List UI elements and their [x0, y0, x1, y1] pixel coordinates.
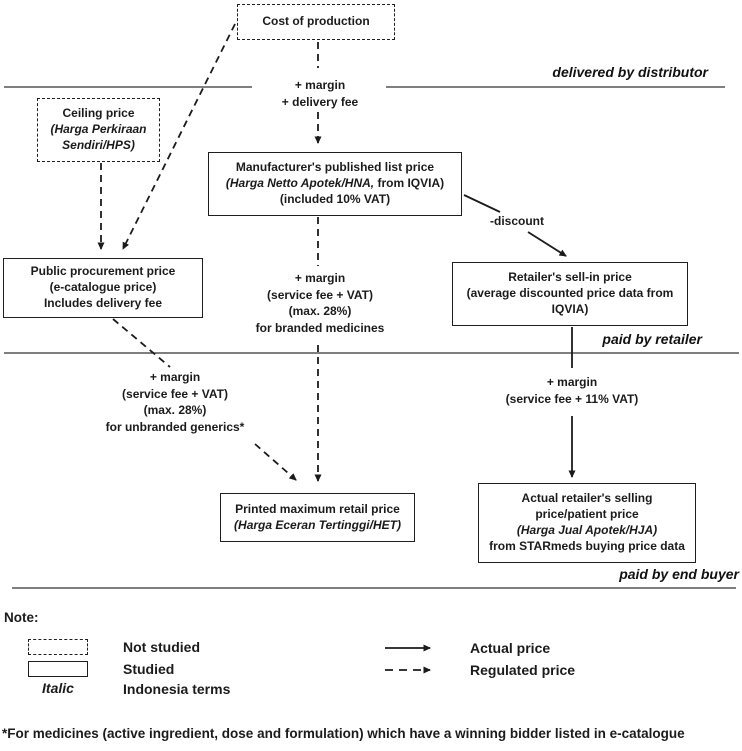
edge-label-discount: -discount [490, 214, 544, 228]
legend-label-regulated-price: Regulated price [470, 662, 576, 678]
edge-label-line: for branded medicines [255, 320, 385, 335]
section-label-paid-by-end-buyer: paid by end buyer [619, 566, 739, 582]
box-actual-selling-price: Actual retailer's selling price/patient … [478, 483, 696, 563]
edge-label-line: (service fee + VAT) [267, 287, 373, 302]
edge-label-line: + delivery fee [281, 94, 359, 109]
box-text: IQVIA) [551, 301, 589, 316]
box-text: Public procurement price [30, 264, 176, 279]
legend-dashed-box-icon [28, 639, 88, 655]
edge-label-margin-unbranded: + margin (service fee + VAT) (max. 28%) … [75, 369, 275, 435]
edge-label-line: + margin [294, 78, 346, 92]
box-printed-max-retail-price: Printed maximum retail price (Harga Ecer… [220, 493, 415, 542]
box-retailer-sell-in-price: Retailer's sell-in price (average discou… [452, 262, 688, 326]
box-text: Ceiling price [62, 106, 135, 121]
box-text: Cost of production [262, 14, 370, 29]
box-cost-of-production: Cost of production [237, 4, 395, 40]
edge-label-margin-vat11: + margin (service fee + 11% VAT) [482, 374, 662, 407]
legend-label-studied: Studied [123, 661, 175, 677]
box-text: (Harga Eceran Tertinggi/HET) [234, 517, 401, 532]
box-ceiling-price: Ceiling price (Harga Perkiraan Sendiri/H… [37, 98, 160, 162]
legend-label-actual-price: Actual price [470, 640, 551, 656]
box-text: Retailer's sell-in price [508, 270, 632, 285]
edge-label-line: + margin [294, 271, 346, 285]
edge-label-line: (service fee + 11% VAT) [505, 391, 639, 406]
box-text: (Harga Perkiraan [50, 122, 147, 137]
edge-label-line: + margin [149, 370, 201, 384]
section-label-paid-by-retailer: paid by retailer [602, 331, 702, 347]
dashed-arrow-cost-to-public-procurement [122, 23, 236, 250]
box-text-italic: (Harga Netto Apotek/HNA, [225, 176, 375, 191]
box-text-rest: from IQVIA) [374, 176, 445, 191]
box-text: Actual retailer's selling [521, 491, 653, 506]
edge-label-margin-branded: + margin (service fee + VAT) (max. 28%) … [230, 270, 410, 336]
legend-solid-box-icon [28, 661, 88, 677]
footnote: *For medicines (active ingredient, dose … [2, 726, 685, 741]
box-text: price/patient price [535, 507, 639, 522]
solid-arrow-manufacturer-to-retailer [463, 194, 567, 257]
note-label: Note: [4, 610, 39, 625]
box-text: (average discounted price data from [466, 286, 674, 301]
edge-label-line: for unbranded generics* [105, 419, 245, 434]
box-text: (included 10% VAT) [279, 191, 391, 206]
legend-italic-sample: Italic [42, 680, 74, 696]
box-text: Includes delivery fee [43, 295, 163, 310]
box-text: (Harga Jual Apotek/HJA) [516, 523, 658, 537]
edge-label-line: (max. 28%) [288, 304, 352, 319]
box-text: from STARmeds buying price data [489, 538, 685, 553]
legend-label-not-studied: Not studied [123, 639, 200, 655]
legend-label-indonesia-terms: Indonesia terms [123, 681, 231, 697]
dashed-arrow-public-to-printed-max [112, 318, 297, 481]
box-text: Sendiri/HPS) [62, 137, 135, 152]
box-public-procurement-price: Public procurement price (e-catalogue pr… [3, 258, 203, 318]
edge-label-line: (service fee + VAT) [122, 386, 228, 401]
box-text: Printed maximum retail price [235, 501, 400, 516]
box-text: (e-catalogue price) [49, 280, 157, 295]
box-text: Manufacturer's published list price [235, 160, 435, 175]
edge-label-line: + margin [546, 375, 598, 389]
box-text: (Harga Netto Apotek/HNA, from IQVIA) [226, 176, 444, 192]
box-manufacturer-list-price: Manufacturer's published list price (Har… [208, 152, 462, 216]
edge-label-line: (max. 28%) [143, 403, 207, 418]
edge-label-margin-delivery: + margin + delivery fee [245, 77, 395, 110]
section-label-delivered-by-distributor: delivered by distributor [552, 64, 708, 80]
